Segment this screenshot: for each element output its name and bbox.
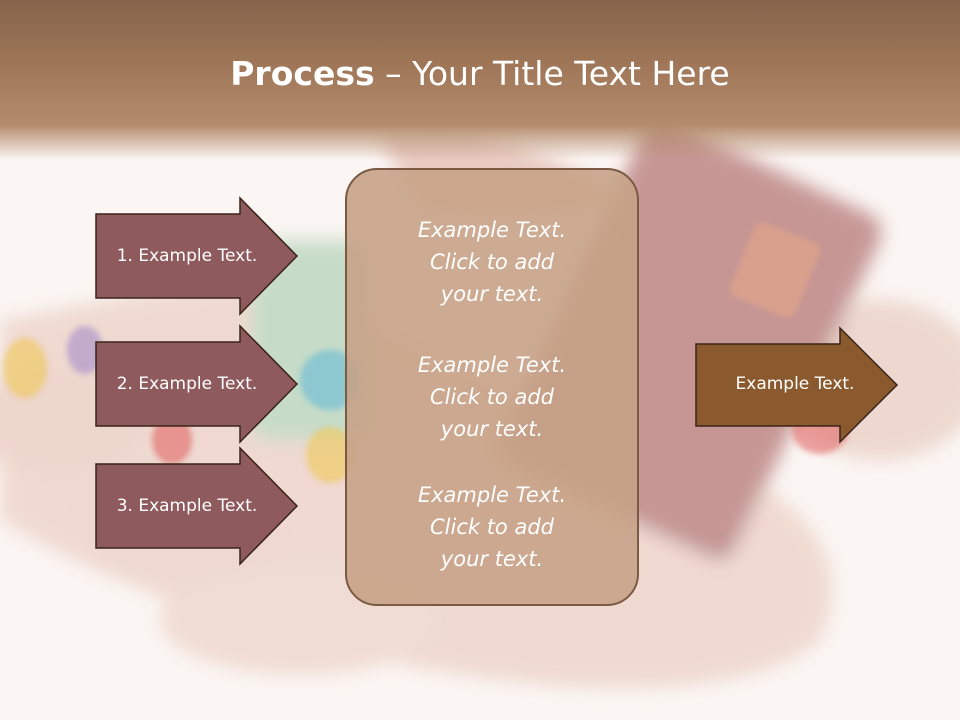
paragraph-line: Click to add [429,385,554,409]
page-title: Process – Your Title Text Here [0,52,960,96]
paragraph-line: Click to add [429,515,554,539]
paragraph-line: your text. [440,547,544,571]
paragraph-line: Example Text. [417,353,567,377]
step-2-label: 2. Example Text. [116,374,258,394]
result-arrow[interactable] [695,326,899,444]
paragraph-line: your text. [440,282,544,306]
center-paragraph-3: Example Text. Click to add your text. [347,479,637,575]
paragraph-line: your text. [440,417,544,441]
center-paragraph-2: Example Text. Click to add your text. [347,349,637,445]
step-3-label: 3. Example Text. [116,496,258,516]
paragraph-line: Click to add [429,250,554,274]
step-2-arrow[interactable] [95,324,299,444]
paragraph-line: Example Text. [417,483,567,507]
result-label: Example Text. [735,374,855,394]
title-rest: – Your Title Text Here [374,54,730,93]
title-band [0,0,960,160]
step-3-arrow[interactable] [95,446,299,566]
center-text-box[interactable]: Example Text. Click to add your text. Ex… [345,168,639,606]
step-1-arrow[interactable] [95,196,299,316]
step-1-label: 1. Example Text. [116,246,258,266]
center-paragraph-1: Example Text. Click to add your text. [347,214,637,310]
title-bold: Process [230,54,375,93]
paragraph-line: Example Text. [417,218,567,242]
